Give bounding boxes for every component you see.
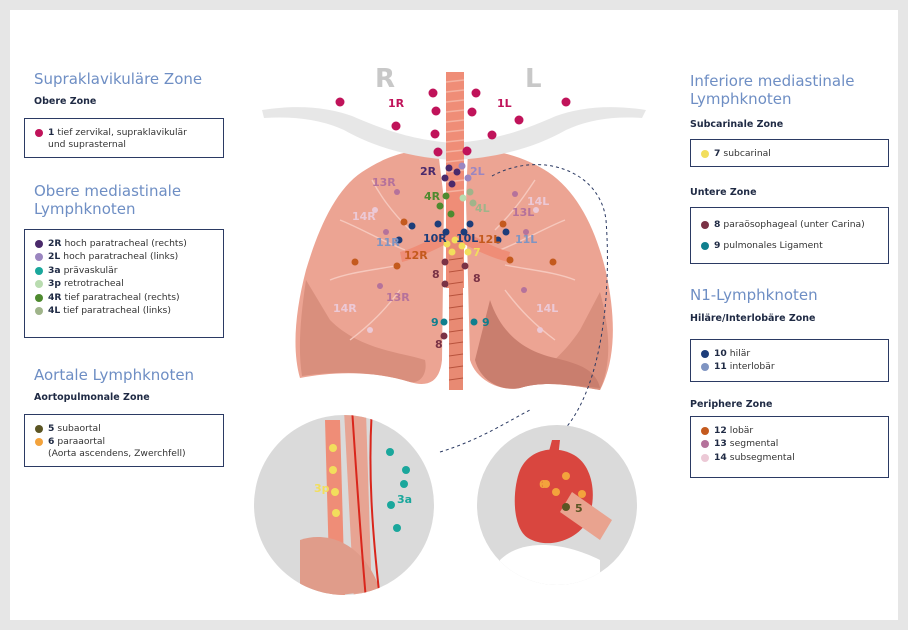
- node-14: [537, 327, 543, 333]
- node-1: [562, 98, 571, 107]
- node-3a: [386, 448, 394, 456]
- node-1: [431, 130, 440, 139]
- node-6: [552, 488, 560, 496]
- label-2L: 2L: [470, 165, 485, 178]
- node-3a: [402, 466, 410, 474]
- node-13: [377, 283, 383, 289]
- node-10L: [467, 221, 474, 228]
- label-2R: 2R: [420, 165, 437, 178]
- node-1: [434, 148, 443, 157]
- node-3p: [332, 509, 340, 517]
- label-5: 5: [575, 502, 583, 515]
- node-8: [442, 281, 449, 288]
- label-9-b: 9: [482, 316, 490, 329]
- label-10R: 10R: [423, 232, 447, 245]
- label-14L-b: 14L: [536, 302, 558, 315]
- node-7: [465, 249, 472, 256]
- label-10L: 10L: [456, 232, 478, 245]
- node-4R: [443, 193, 450, 200]
- label-8-a: 8: [432, 268, 440, 281]
- node-12R: [401, 219, 408, 226]
- label-11R: 11R: [376, 236, 400, 249]
- node-1: [472, 89, 481, 98]
- node-11R: [409, 223, 416, 230]
- node-8: [442, 259, 449, 266]
- node-6: [562, 472, 570, 480]
- node-7: [449, 249, 456, 256]
- node-3p: [329, 466, 337, 474]
- node-1: [336, 98, 345, 107]
- node-8: [462, 263, 469, 270]
- label-7: 7: [473, 246, 481, 259]
- label-13R-a: 13R: [372, 176, 396, 189]
- node-9: [441, 319, 448, 326]
- node-1: [468, 108, 477, 117]
- node-4L: [460, 195, 467, 202]
- node-3a: [387, 501, 395, 509]
- label-4L: 4L: [475, 202, 490, 215]
- node-12: [550, 259, 557, 266]
- node-11L: [503, 229, 510, 236]
- node-2R: [449, 181, 456, 188]
- label-12L: 12L: [478, 233, 500, 246]
- node-1: [432, 107, 441, 116]
- label-14L-a: 14L: [527, 195, 549, 208]
- label-3p: 3p: [314, 482, 330, 495]
- node-2R: [454, 169, 461, 176]
- node-3p: [329, 444, 337, 452]
- node-10R: [435, 221, 442, 228]
- node-1: [463, 147, 472, 156]
- node-3a: [393, 524, 401, 532]
- node-5: [562, 503, 570, 511]
- label-14R-a: 14R: [352, 210, 376, 223]
- label-4R: 4R: [424, 190, 441, 203]
- node-4R: [448, 211, 455, 218]
- node-6: [578, 490, 586, 498]
- label-8-b: 8: [473, 272, 481, 285]
- label-1L: 1L: [497, 97, 512, 110]
- node-4R: [437, 203, 444, 210]
- node-12L: [507, 257, 514, 264]
- label-12R: 12R: [404, 249, 428, 262]
- node-1: [429, 89, 438, 98]
- node-12L: [500, 221, 507, 228]
- node-13: [512, 191, 518, 197]
- node-3a: [400, 480, 408, 488]
- node-14: [367, 327, 373, 333]
- node-12R: [394, 263, 401, 270]
- label-11L: 11L: [515, 233, 537, 246]
- node-2L: [459, 163, 466, 170]
- node-1: [392, 122, 401, 131]
- label-6: 6: [539, 478, 547, 491]
- label-14R-b: 14R: [333, 302, 357, 315]
- node-3p: [331, 488, 339, 496]
- label-8-c: 8: [435, 338, 443, 351]
- node-9: [471, 319, 478, 326]
- label-3a: 3a: [397, 493, 412, 506]
- node-1: [515, 116, 524, 125]
- label-1R: 1R: [388, 97, 405, 110]
- node-13: [383, 229, 389, 235]
- node-13: [521, 287, 527, 293]
- node-13: [394, 189, 400, 195]
- node-2R: [442, 175, 449, 182]
- node-2R: [446, 165, 453, 172]
- side-label-left: L: [525, 64, 542, 94]
- side-label-right: R: [375, 64, 395, 94]
- node-4L: [467, 189, 474, 196]
- label-13R-b: 13R: [386, 291, 410, 304]
- label-9-a: 9: [431, 316, 439, 329]
- node-12: [352, 259, 359, 266]
- node-1: [488, 131, 497, 140]
